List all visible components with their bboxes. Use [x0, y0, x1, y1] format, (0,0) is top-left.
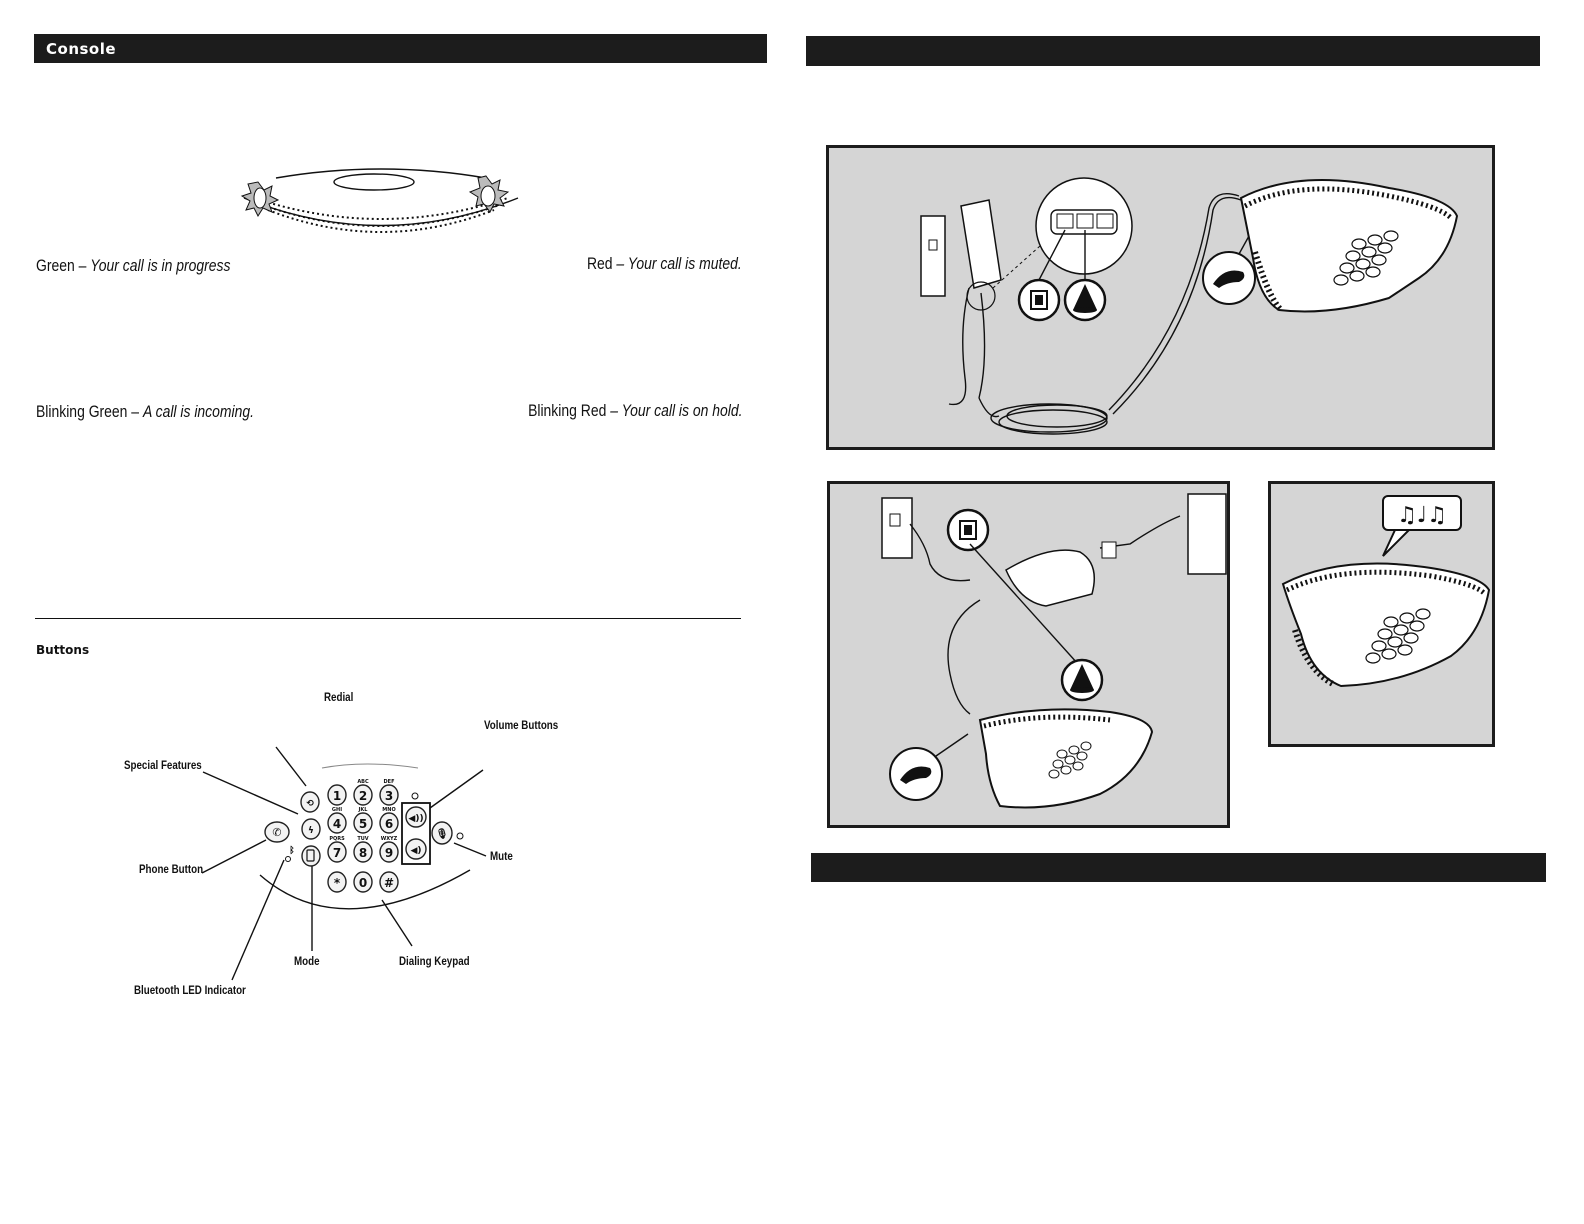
callout-volume-buttons: Volume Buttons — [484, 720, 559, 732]
console-header-title: Console — [46, 40, 117, 58]
console-header-bar: Console — [34, 34, 767, 63]
svg-text:#: # — [384, 876, 394, 890]
keypad-key[interactable]: 1 — [327, 784, 347, 806]
setup-panel-connect-base — [826, 145, 1495, 450]
dialing-keypad[interactable]: 1 2 ABC 3 DEF 4 GHI 5 JKL 6 MNO 7 PQRS 8 TUV 9 W… — [327, 779, 399, 893]
callout-phone-button: Phone Button — [139, 864, 204, 876]
keypad-key[interactable]: 7 PQRS — [327, 836, 347, 863]
led-glow-right-icon — [468, 175, 510, 213]
svg-text:2: 2 — [359, 789, 367, 803]
callout-dialing-keypad: Dialing Keypad — [399, 956, 470, 968]
section-divider — [35, 618, 741, 619]
setup-panel-startup-tone: ♫♩♫ — [1268, 481, 1495, 747]
svg-text:*: * — [334, 876, 341, 890]
volume-down-button[interactable]: ◀) — [405, 838, 427, 860]
bluetooth-icon: ᛒ — [289, 845, 294, 856]
music-notes-icon: ♫♩♫ — [1382, 495, 1462, 557]
svg-text:ᛒ: ᛒ — [289, 845, 294, 856]
svg-text:♫♩♫: ♫♩♫ — [1397, 503, 1447, 528]
bottom-header-bar — [811, 853, 1546, 882]
svg-text:3: 3 — [385, 789, 393, 803]
svg-text:7: 7 — [333, 846, 341, 860]
console-led-illustration — [240, 168, 519, 233]
svg-text:ABC: ABC — [357, 779, 369, 785]
mute-led — [456, 832, 464, 840]
svg-text:9: 9 — [385, 846, 393, 860]
svg-text:◀): ◀) — [410, 846, 421, 856]
phone-button[interactable]: ✆ — [264, 821, 290, 843]
led-state-blinking-red: Blinking Red – Your call is on hold. — [527, 401, 742, 420]
svg-text:TUV: TUV — [357, 836, 368, 842]
svg-text:0: 0 — [359, 876, 367, 890]
svg-text:4: 4 — [333, 817, 341, 831]
volume-buttons-frame — [401, 802, 431, 865]
handset-cord-icon — [889, 733, 969, 801]
svg-text:PQRS: PQRS — [329, 836, 345, 842]
keypad-key[interactable]: 8 TUV — [353, 836, 373, 863]
led-state-red: Red – Your call is muted. — [587, 254, 742, 273]
conference-phone-icon — [1060, 658, 1104, 702]
buttons-diagram: ⟲ ϟ ✆ ᛒ 1 2 ABC 3 DEF 4 GHI 5 JKL 6 MNO 7 PQRS… — [201, 746, 487, 981]
keypad-key[interactable]: 3 DEF — [379, 779, 399, 806]
redial-button[interactable]: ⟲ — [300, 791, 320, 813]
phone-jack-icon — [946, 508, 990, 552]
keypad-key[interactable]: 6 MNO — [379, 807, 399, 834]
keypad-key[interactable]: 9 WXYZ — [379, 836, 399, 863]
bluetooth-led-indicator — [285, 856, 291, 862]
svg-text:5: 5 — [359, 817, 367, 831]
phone-jack-icon — [1017, 278, 1061, 322]
led-state-blinking-green: Blinking Green – A call is incoming. — [36, 402, 254, 421]
setup-header-bar — [806, 36, 1540, 66]
mute-button[interactable]: 🎙 — [431, 821, 453, 845]
conference-phone-icon — [1063, 278, 1107, 322]
led-state-green: Green – Your call is in progress — [36, 256, 231, 275]
keypad-key[interactable]: * — [327, 871, 347, 893]
setup-panel-connect-outlet — [827, 481, 1230, 828]
volume-up-button[interactable]: ◀)) — [405, 806, 427, 828]
svg-text:8: 8 — [359, 846, 367, 860]
keypad-key[interactable]: 4 GHI — [327, 807, 347, 834]
svg-text:✆: ✆ — [272, 826, 281, 839]
svg-text:GHI: GHI — [332, 807, 342, 813]
keypad-key[interactable]: # — [379, 871, 399, 893]
svg-text:WXYZ: WXYZ — [381, 836, 398, 842]
callout-mode: Mode — [294, 956, 320, 968]
callout-bluetooth-led: Bluetooth LED Indicator — [134, 985, 246, 997]
keypad-key[interactable]: 5 JKL — [353, 807, 373, 834]
svg-text:MNO: MNO — [382, 807, 395, 813]
svg-text:6: 6 — [385, 817, 393, 831]
svg-text:1: 1 — [333, 789, 341, 803]
keypad-key[interactable]: 2 ABC — [353, 779, 373, 806]
svg-text:ϟ: ϟ — [308, 826, 314, 836]
led-glow-left-icon — [240, 181, 280, 218]
mode-button[interactable] — [301, 845, 321, 867]
keypad-key[interactable]: 0 — [353, 871, 373, 893]
handset-cord-icon — [1202, 235, 1256, 305]
special-features-button[interactable]: ϟ — [301, 818, 321, 840]
callout-mute: Mute — [490, 851, 513, 863]
svg-text:◀)): ◀)) — [408, 814, 423, 824]
svg-text:⟲: ⟲ — [306, 799, 314, 809]
svg-text:JKL: JKL — [358, 807, 369, 813]
buttons-header: Buttons — [36, 643, 90, 657]
svg-text:🎙: 🎙 — [436, 828, 449, 840]
callout-special-features: Special Features — [124, 760, 202, 772]
callout-redial: Redial — [324, 692, 354, 704]
svg-text:DEF: DEF — [384, 779, 395, 785]
